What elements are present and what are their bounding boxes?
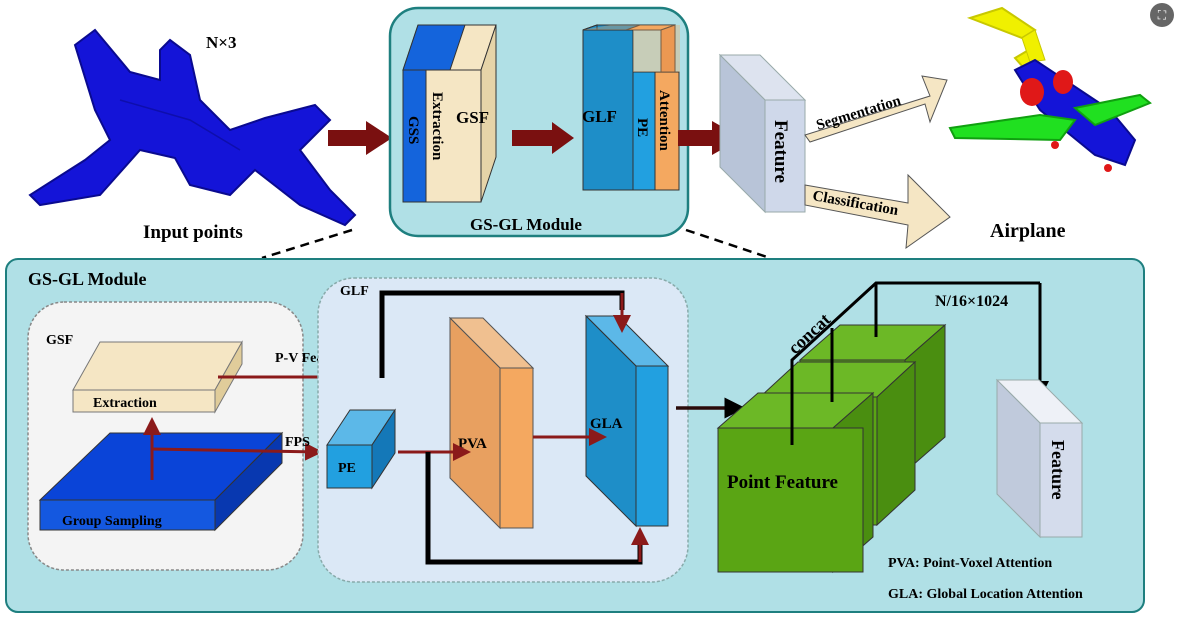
- gla-block: [584, 314, 670, 528]
- input-points-caption: Input points: [143, 222, 243, 243]
- gsf-label-top: GSF: [456, 108, 489, 127]
- gsf-label-detail: GSF: [46, 333, 73, 348]
- dashed-connector-right: [685, 228, 771, 260]
- segmentation-arrow: [804, 75, 948, 143]
- gss-label: GSS: [405, 116, 421, 144]
- scan-icon[interactable]: ⛶: [1150, 3, 1174, 27]
- feature-label-detail: Feature: [1048, 440, 1068, 500]
- dashed-connector-left: [261, 228, 353, 260]
- classification-arrow: [804, 173, 951, 250]
- extraction-label-detail: Extraction: [93, 396, 157, 411]
- group-sampling-label: Group Sampling: [62, 514, 162, 529]
- detail-title: GS-GL Module: [28, 269, 147, 289]
- attention-label-top: Attention: [656, 90, 672, 151]
- segmented-airplane: [948, 6, 1152, 172]
- point-feature-stack: [716, 323, 947, 574]
- glf-label-top: GLF: [582, 107, 617, 126]
- feature-block-detail: [995, 378, 1084, 539]
- dims-label: N/16×1024: [935, 293, 1008, 310]
- arrow-input-to-module: [328, 121, 392, 155]
- input-airplane-pointcloud: [28, 28, 357, 227]
- point-feature-label: Point Feature: [727, 472, 838, 493]
- output-class-label: Airplane: [990, 220, 1066, 242]
- feature-block-top: [718, 53, 807, 214]
- pva-label: PVA: [458, 436, 487, 452]
- gla-label: GLA: [590, 416, 623, 432]
- feature-label-top: Feature: [770, 120, 791, 183]
- legend-pva: PVA: Point-Voxel Attention: [888, 556, 1052, 571]
- extraction-label-top: Extraction: [429, 92, 445, 161]
- gsf-block-top: [402, 24, 497, 203]
- top-module-caption: GS-GL Module: [470, 215, 582, 234]
- extraction-slab: [72, 340, 243, 414]
- glf-block-top: [582, 24, 680, 191]
- fps-label: FPS: [285, 435, 310, 450]
- arrow-gsf-to-glf: [512, 122, 574, 154]
- legend-gla: GLA: Global Location Attention: [888, 587, 1083, 602]
- glf-label-detail: GLF: [340, 284, 369, 299]
- input-dims-label: N×3: [206, 33, 236, 52]
- pva-block: [448, 316, 535, 530]
- pe-label-top: PE: [634, 118, 650, 137]
- arrow-fps-to-pe: [151, 442, 323, 461]
- pe-label-detail: PE: [338, 461, 356, 476]
- concat-lines: [790, 281, 1040, 445]
- pe-cube-detail: [326, 408, 396, 490]
